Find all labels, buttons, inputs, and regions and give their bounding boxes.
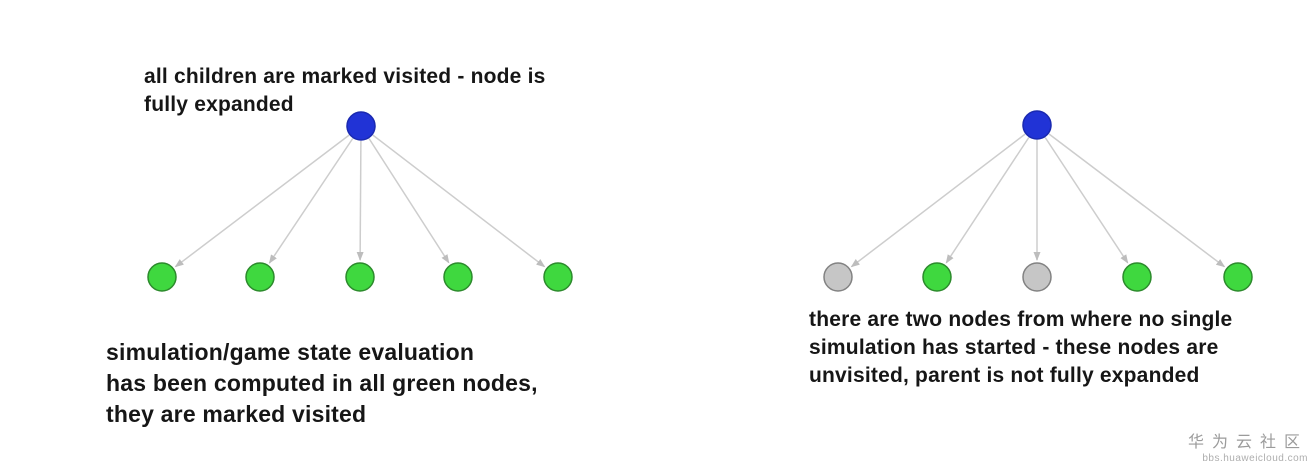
tree-edge — [268, 138, 354, 264]
tree-edge — [1044, 137, 1129, 264]
child-node-visited — [245, 262, 275, 292]
child-node-visited — [345, 262, 375, 292]
watermark-url: bbs.huaweicloud.com — [1202, 453, 1308, 464]
tree-edge — [356, 140, 364, 261]
tree-edge — [368, 138, 450, 264]
child-node-unvisited — [1022, 262, 1052, 292]
tree-edge — [174, 134, 350, 268]
tree-edge — [372, 134, 546, 268]
child-node-visited — [443, 262, 473, 292]
annotation-line: there are two nodes from where no single — [809, 308, 1233, 331]
annotation-unvisited-nodes: there are two nodes from where no single… — [809, 306, 1232, 390]
annotation-line: fully expanded — [144, 93, 294, 116]
child-node-visited — [1223, 262, 1253, 292]
annotation-simulation-evaluated: simulation/game state evaluation has bee… — [106, 337, 538, 430]
annotation-line: they are marked visited — [106, 401, 367, 427]
tree-edge — [945, 137, 1030, 264]
child-node-visited — [543, 262, 573, 292]
annotation-line: simulation has started - these nodes are — [809, 336, 1219, 359]
annotation-line: has been computed in all green nodes, — [106, 370, 538, 396]
annotation-line: unvisited, parent is not fully expanded — [809, 364, 1200, 387]
child-node-unvisited — [823, 262, 853, 292]
tree-edge — [1048, 133, 1226, 268]
watermark-title: 华为云社区 — [1187, 434, 1308, 451]
tree-edge — [850, 133, 1026, 268]
child-node-visited — [147, 262, 177, 292]
watermark: 华为云社区 bbs.huaweicloud.com — [1188, 428, 1308, 464]
annotation-line: all children are marked visited - node i… — [144, 65, 546, 88]
annotation-line: simulation/game state evaluation — [106, 339, 475, 365]
child-node-visited — [1122, 262, 1152, 292]
root-node — [1022, 110, 1052, 140]
root-node — [346, 111, 376, 141]
child-node-visited — [922, 262, 952, 292]
annotation-fully-expanded: all children are marked visited - node i… — [144, 63, 546, 119]
